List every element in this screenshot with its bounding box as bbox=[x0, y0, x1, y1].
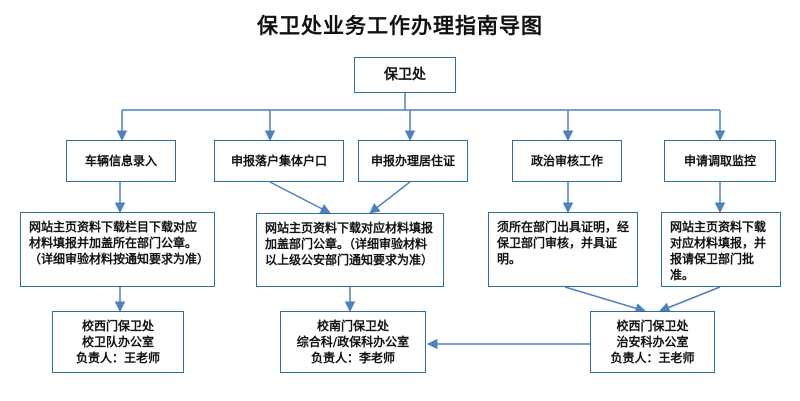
node-vehicle-entry: 车辆信息录入 bbox=[66, 140, 176, 182]
office-text: 校西门保卫处 校卫队办公室 负责人：王老师 bbox=[75, 319, 160, 365]
node-label: 申报落户集体户口 bbox=[230, 154, 327, 168]
office-south: 校南门保卫处 综合科/政保科办公室 负责人：李老师 bbox=[280, 311, 426, 373]
node-residence-permit: 申报办理居住证 bbox=[358, 140, 468, 182]
node-label: 车辆信息录入 bbox=[84, 154, 157, 168]
arrow-monitor-office bbox=[659, 286, 721, 313]
office-west-security: 校西门保卫处 治安科办公室 负责人：王老师 bbox=[590, 311, 715, 373]
node-political-review: 政治审核工作 bbox=[512, 140, 622, 182]
node-monitor-request: 申请调取监控 bbox=[664, 140, 776, 182]
arrow-residence-doc bbox=[369, 181, 411, 214]
doc-vehicle: 网站主页资料下载栏目下载对应材料填报并加盖所在部门公章。（详细审验材料按通知要求… bbox=[20, 212, 215, 287]
arrow-political-office bbox=[564, 286, 647, 314]
doc-text: 网站主页资料下载对应材料填报，并报请保卫部门批准。 bbox=[670, 220, 767, 282]
node-label: 政治审核工作 bbox=[530, 154, 603, 168]
root-label: 保卫处 bbox=[384, 67, 426, 83]
node-label: 申请调取监控 bbox=[683, 154, 756, 168]
root-node: 保卫处 bbox=[354, 57, 456, 93]
doc-text: 网站主页资料下载对应材料填报加盖部门公章。（详细审验材料以上级公安部门通知要求为… bbox=[265, 221, 434, 267]
node-label: 申报办理居住证 bbox=[370, 154, 455, 168]
doc-monitor: 网站主页资料下载对应材料填报，并报请保卫部门批准。 bbox=[661, 212, 781, 287]
office-text: 校西门保卫处 治安科办公室 负责人：王老师 bbox=[610, 319, 695, 365]
doc-household: 网站主页资料下载对应材料填报加盖部门公章。（详细审验材料以上级公安部门通知要求为… bbox=[256, 213, 444, 287]
doc-political: 须所在部门出具证明，经保卫部门审核，并具证明。 bbox=[488, 212, 638, 287]
page-title: 保卫处业务工作办理指南导图 bbox=[257, 13, 543, 38]
doc-text: 网站主页资料下载栏目下载对应材料填报并加盖所在部门公章。（详细审验材料按通知要求… bbox=[29, 220, 210, 266]
node-household-registration: 申报落户集体户口 bbox=[214, 140, 344, 182]
doc-text: 须所在部门出具证明，经保卫部门审核，并具证明。 bbox=[497, 220, 630, 266]
office-text: 校南门保卫处 综合科/政保科办公室 负责人：李老师 bbox=[296, 319, 410, 365]
office-west: 校西门保卫处 校卫队办公室 负责人：王老师 bbox=[52, 311, 184, 373]
arrow-household-doc bbox=[269, 181, 331, 214]
